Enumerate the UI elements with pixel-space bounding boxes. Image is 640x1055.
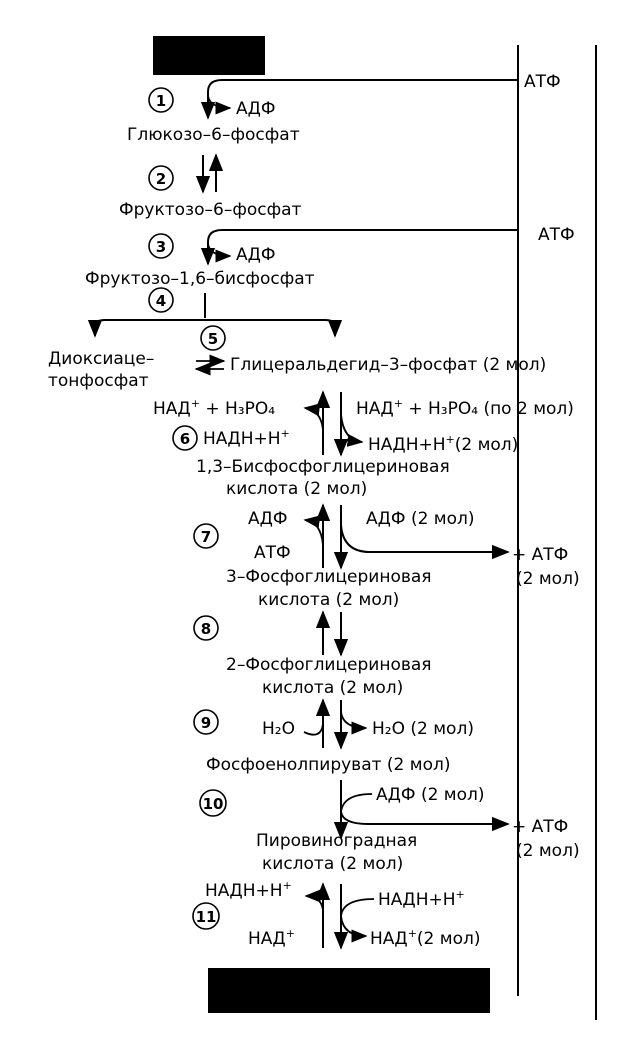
step-7-left-adp: АДФ xyxy=(248,509,288,529)
step-9-left-water: Н₂О xyxy=(262,719,295,739)
step-5-number: 5 xyxy=(208,330,218,348)
pyruvate-line1: Пировиноградная xyxy=(256,831,417,851)
top-block xyxy=(153,36,265,75)
pg-3-line2: кислота (2 мол) xyxy=(258,590,399,610)
atp-output-1: + АТФ xyxy=(512,545,568,565)
step-9-circle xyxy=(193,709,219,735)
step-10-adp: АДФ (2 мол) xyxy=(376,785,485,805)
step-1-number: 1 xyxy=(156,92,166,110)
dihydroxyacetone-phosphate-line1: Диоксиацe– xyxy=(48,349,154,369)
step-11-number: 11 xyxy=(196,908,217,926)
step-4-circle xyxy=(148,287,174,313)
step-7-circle xyxy=(193,523,219,549)
atp-in-2-arrow xyxy=(200,229,518,266)
step-6-left-top-nad: НАД+ + Н₃РО₄ xyxy=(153,397,275,419)
atp-output-2: + АТФ xyxy=(512,817,568,837)
step-7-right-adp: АДФ (2 мол) xyxy=(366,509,475,529)
pyruvate-line2: кислота (2 мол) xyxy=(262,854,403,874)
atp-input-1: АТФ xyxy=(524,72,561,92)
bpg-1-3-line2: кислота (2 мол) xyxy=(226,479,367,499)
pg-2-line1: 2–Фосфоглицериновая xyxy=(226,655,432,675)
step-11-nadh-in-curve xyxy=(340,898,375,917)
step-10-number: 10 xyxy=(203,795,224,813)
step-6-right-curve xyxy=(340,413,364,447)
atp-output-2-amount: (2 мол) xyxy=(516,841,580,861)
step-7-number: 7 xyxy=(201,528,211,546)
step-9-right-water: Н₂О (2 мол) xyxy=(372,719,474,739)
atp-output-1-amount: (2 мол) xyxy=(516,569,580,589)
step-8-circle xyxy=(193,615,219,641)
step-5-circle xyxy=(200,325,226,351)
atp-out-2-arrow xyxy=(340,811,510,832)
step-11-right-nadh: НАДН+Н+ xyxy=(378,888,465,910)
step-11-left-nadh: НАДН+Н+ xyxy=(205,879,292,901)
fructose-1-6-bisphosphate: Фруктозо–1,6–бисфосфат xyxy=(85,269,315,289)
glucose-6-phosphate: Глюкозо–6–фосфат xyxy=(127,125,300,145)
bpg-1-3-line1: 1,3–Бисфосфоглицериновая xyxy=(196,457,450,477)
atp-input-2: АТФ xyxy=(538,225,575,245)
step-2-circle xyxy=(148,165,174,191)
step-6-right-top-nad: НАД+ + Н₃РО₄ (по 2 мол) xyxy=(356,397,574,419)
step-7-left-atp: АТФ xyxy=(254,543,291,563)
adp-out-2-arrow xyxy=(207,243,232,263)
step-6-circle xyxy=(172,425,198,451)
step-6-number: 6 xyxy=(180,430,190,448)
step-6-left-nadh: НАДН+Н+ xyxy=(203,427,290,449)
step-3-circle xyxy=(148,233,174,259)
step-11-left-nad: НАД+ xyxy=(248,927,295,949)
atp-out-1-arrow xyxy=(340,524,510,560)
adp-label-2: АДФ xyxy=(236,245,276,265)
step-1-circle xyxy=(148,87,174,113)
step-4-number: 4 xyxy=(156,292,166,310)
step-11-left-curve xyxy=(304,889,324,911)
bottom-block xyxy=(208,968,490,1013)
step-10-circle xyxy=(199,789,227,817)
glyceraldehyde-3-phosphate: Глицеральдегид–3–фосфат (2 мол) xyxy=(230,355,546,375)
step-9-right-curve xyxy=(340,711,368,735)
step-4-branch xyxy=(87,319,343,338)
atp-in-1-arrow xyxy=(200,79,518,120)
adp-in-10-curve xyxy=(340,793,373,813)
pg-2-line2: кислота (2 мол) xyxy=(262,678,403,698)
adp-label-1: АДФ xyxy=(236,99,276,119)
step-6-left-curve xyxy=(303,403,324,431)
step-9-left-curve xyxy=(303,723,324,736)
step-11-right-curve xyxy=(340,915,368,943)
step-2-number: 2 xyxy=(156,170,166,188)
step-3-number: 3 xyxy=(156,238,166,256)
step-6-right-nadh: НАДН+Н+(2 мол) xyxy=(368,433,518,455)
step-11-circle xyxy=(192,902,220,930)
dihydroxyacetone-phosphate-line2: тонфосфат xyxy=(48,371,149,391)
fructose-6-phosphate: Фруктозо–6–фосфат xyxy=(119,200,302,220)
step-8-number: 8 xyxy=(201,620,211,638)
step-7-left-curve xyxy=(303,515,324,546)
adp-out-1-arrow xyxy=(207,95,232,115)
pg-3-line1: 3–Фосфоглицериновая xyxy=(226,567,432,587)
step-11-right-nad: НАД+(2 мол) xyxy=(370,927,481,949)
phosphoenolpyruvate: Фосфоенолпируват (2 мол) xyxy=(206,755,451,775)
step-9-number: 9 xyxy=(201,714,211,732)
